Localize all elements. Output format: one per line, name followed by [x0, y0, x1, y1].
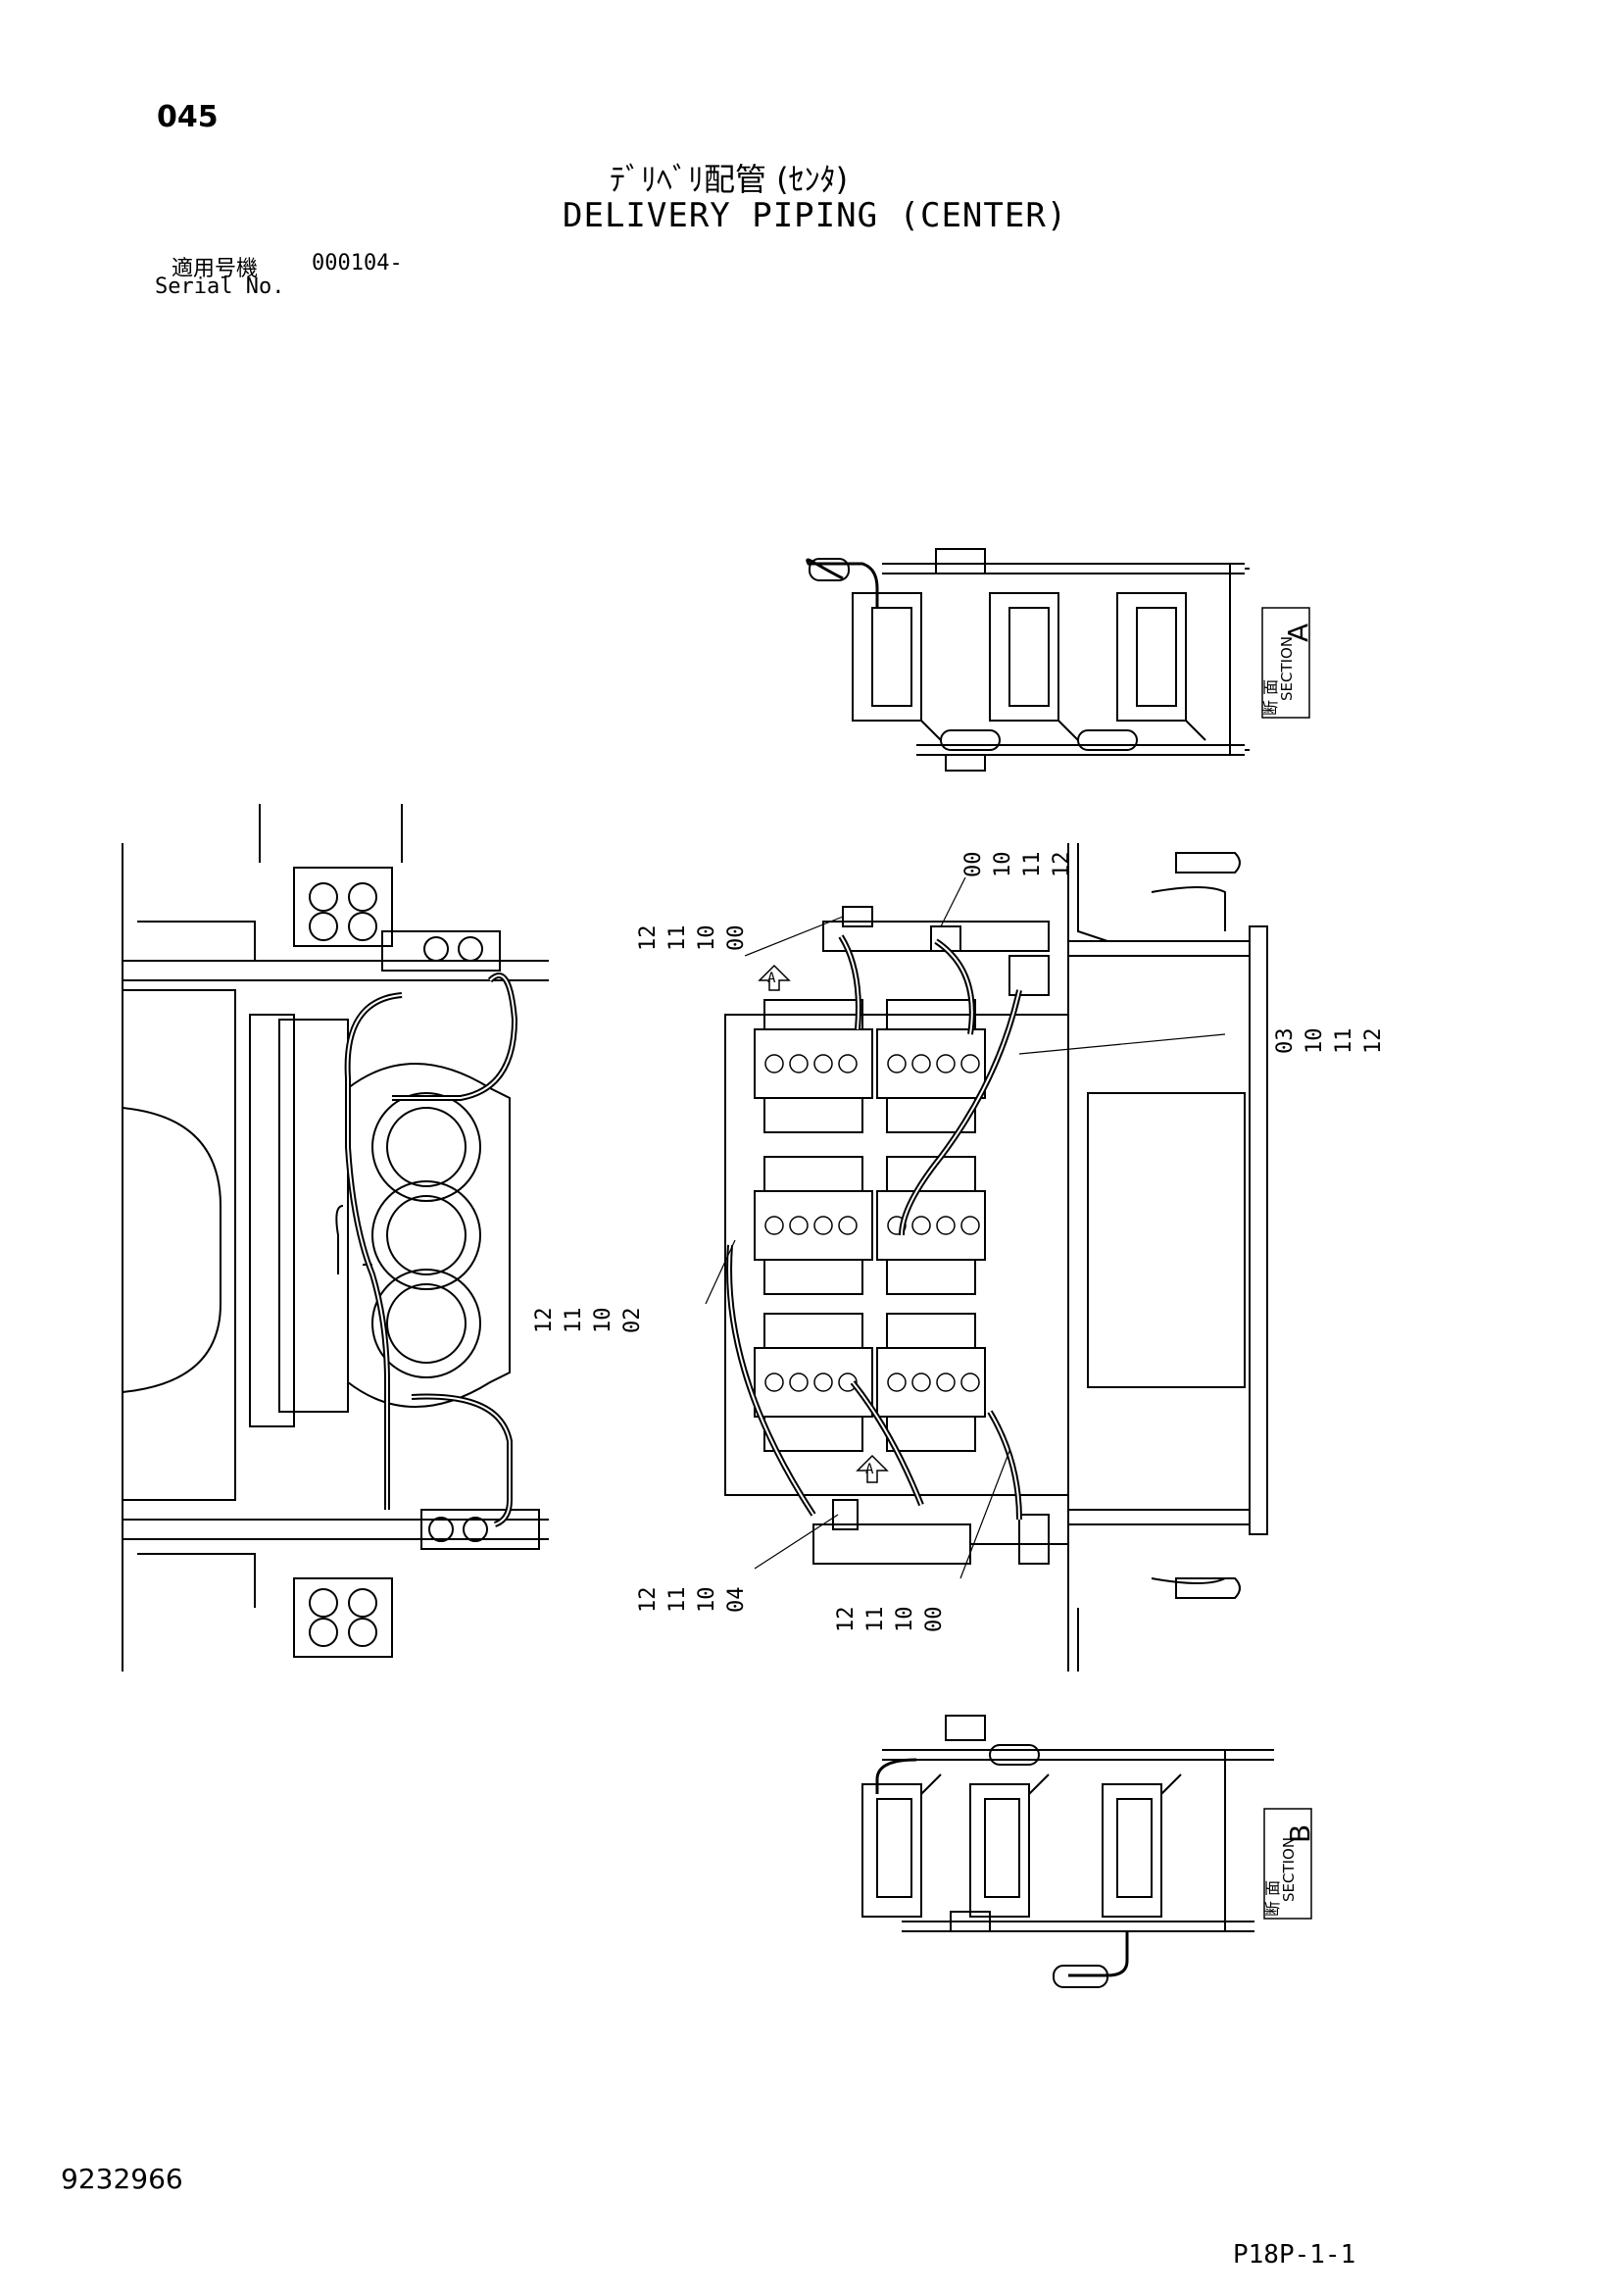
svg-text:10: 10 — [1303, 1028, 1327, 1055]
serial-label-japanese: 適用号機 — [172, 257, 259, 281]
section-b-letter: B — [1284, 1824, 1316, 1843]
section-a-letter: A — [1282, 624, 1314, 642]
callout-top-right: 00 10 11 12 — [961, 852, 1074, 878]
svg-text:00: 00 — [922, 1607, 947, 1633]
svg-text:10: 10 — [893, 1607, 917, 1633]
callout-bottom-a: 12 11 10 04 — [636, 1587, 749, 1614]
direction-arrow-icon-a — [758, 964, 791, 991]
svg-text:03: 03 — [1273, 1028, 1298, 1055]
document-number: 9232966 — [61, 2163, 183, 2195]
svg-text:02: 02 — [620, 1308, 645, 1334]
svg-text:12: 12 — [636, 925, 661, 952]
svg-text:00: 00 — [724, 925, 749, 952]
callout-top-left: 12 11 10 00 — [636, 925, 749, 952]
svg-text:11: 11 — [1020, 852, 1045, 878]
part-callouts: 00 10 11 12 12 11 10 00 03 10 11 12 12 1… — [532, 852, 1386, 1633]
svg-text:04: 04 — [724, 1587, 749, 1614]
section-a-jp: 断 面 — [1261, 679, 1280, 716]
svg-text:11: 11 — [1332, 1028, 1356, 1055]
svg-text:12: 12 — [532, 1308, 557, 1334]
serial-label-english: Serial No. — [155, 275, 285, 299]
section-b-en: SECTION — [1280, 1837, 1298, 1902]
svg-text:10: 10 — [695, 1587, 719, 1614]
svg-text:00: 00 — [961, 852, 986, 878]
svg-text:10: 10 — [991, 852, 1015, 878]
section-b-jp: 断 面 — [1263, 1880, 1282, 1917]
svg-text:11: 11 — [863, 1607, 888, 1633]
serial-number-value: 000104- — [312, 251, 403, 275]
svg-text:10: 10 — [591, 1308, 615, 1334]
title-english: DELIVERY PIPING (CENTER) — [563, 196, 1068, 235]
title-japanese: ﾃﾞﾘﾍﾞﾘ配管 (ｾﾝﾀ) — [610, 161, 849, 198]
callout-left-mid: 12 11 10 02 — [532, 1308, 645, 1334]
section-a-label: SECTION 断 面 A — [1261, 607, 1314, 719]
svg-text:12: 12 — [1050, 852, 1074, 878]
callout-bottom-b: 12 11 10 00 — [834, 1607, 947, 1633]
section-a-en: SECTION — [1278, 636, 1296, 701]
left-side-view — [122, 804, 549, 1672]
section-b-view — [861, 1715, 1274, 1988]
svg-text:11: 11 — [665, 925, 690, 952]
section-a-view — [806, 548, 1250, 772]
callout-leaders — [705, 876, 1226, 1579]
svg-text:12: 12 — [834, 1607, 859, 1633]
svg-text:10: 10 — [695, 925, 719, 952]
direction-arrow-b-label: A — [865, 1462, 874, 1477]
page-number: 045 — [157, 100, 219, 134]
callout-right-mid: 03 10 11 12 — [1273, 1028, 1386, 1055]
section-b-label: SECTION 断 面 B — [1263, 1808, 1316, 1920]
direction-arrow-icon-b — [856, 1454, 889, 1483]
sheet-reference: P18P-1-1 — [1233, 2240, 1356, 2270]
svg-text:12: 12 — [636, 1587, 661, 1614]
svg-text:11: 11 — [562, 1308, 586, 1334]
svg-text:12: 12 — [1361, 1028, 1386, 1055]
svg-text:11: 11 — [665, 1587, 690, 1614]
center-control-valve-view: A A — [724, 843, 1268, 1672]
direction-arrow-a-label: A — [767, 971, 776, 986]
